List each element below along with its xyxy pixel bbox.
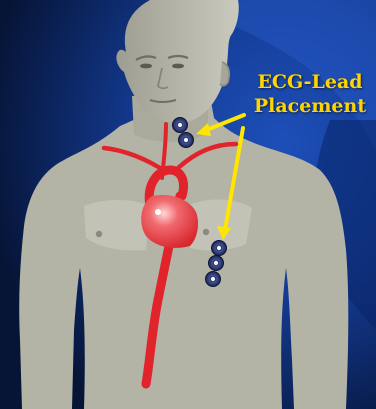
electrode-neck-upper <box>173 118 188 133</box>
electrode-side-lower <box>206 272 221 287</box>
nipple-right <box>203 229 209 235</box>
caption-line-1: ECG-Lead <box>248 70 372 94</box>
caption-line-2: Placement <box>248 94 372 118</box>
eye-left <box>140 64 152 69</box>
heart-highlight <box>155 209 161 215</box>
electrode-neck-lower <box>179 133 194 148</box>
nipple-left <box>96 231 102 237</box>
ecg-lead-placement-caption: ECG-Lead Placement <box>248 70 372 118</box>
electrode-side-middle <box>209 256 224 271</box>
electrode-side-upper <box>212 241 227 256</box>
eye-right <box>172 64 184 69</box>
